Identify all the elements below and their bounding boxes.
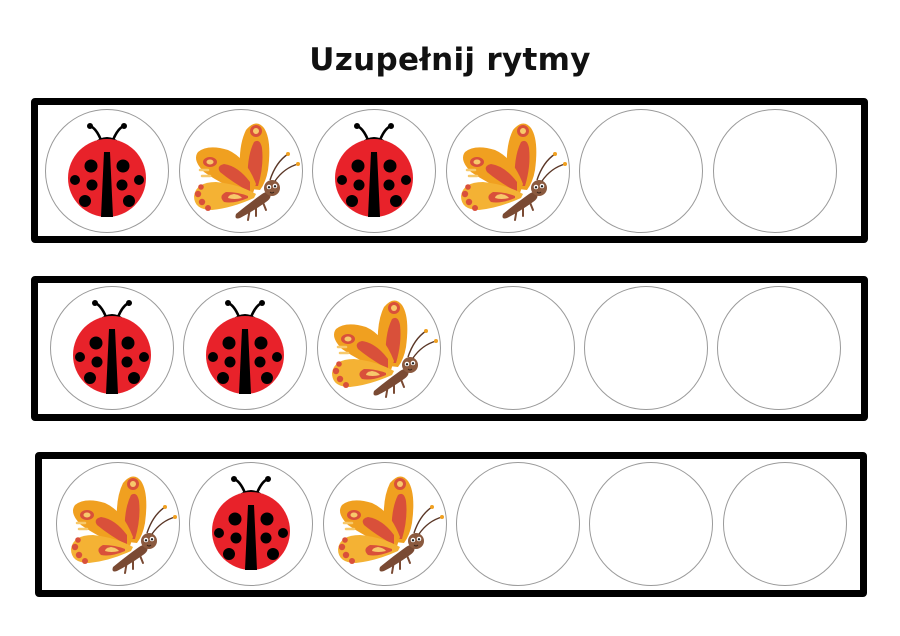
slot-butterfly	[179, 109, 303, 233]
ladybug-icon	[184, 287, 306, 409]
ladybug-icon	[51, 287, 173, 409]
slot-butterfly	[323, 462, 447, 586]
slot-ladybug	[183, 286, 307, 410]
page-title: Uzupełnij rytmy	[309, 42, 591, 78]
butterfly-icon	[180, 110, 302, 232]
empty-slot[interactable]	[723, 462, 847, 586]
slot-ladybug	[312, 109, 436, 233]
slot-butterfly	[446, 109, 570, 233]
slot-ladybug	[45, 109, 169, 233]
empty-slot[interactable]	[717, 286, 841, 410]
empty-slot[interactable]	[584, 286, 708, 410]
empty-slot[interactable]	[589, 462, 713, 586]
empty-slot[interactable]	[713, 109, 837, 233]
empty-slot[interactable]	[579, 109, 703, 233]
slot-butterfly	[56, 462, 180, 586]
slot-butterfly	[317, 286, 441, 410]
empty-slot[interactable]	[456, 462, 580, 586]
butterfly-icon	[447, 110, 569, 232]
butterfly-icon	[57, 463, 179, 585]
slot-ladybug	[189, 462, 313, 586]
butterfly-icon	[324, 463, 446, 585]
ladybug-icon	[313, 110, 435, 232]
ladybug-icon	[46, 110, 168, 232]
empty-slot[interactable]	[451, 286, 575, 410]
slot-ladybug	[50, 286, 174, 410]
butterfly-icon	[318, 287, 440, 409]
ladybug-icon	[190, 463, 312, 585]
